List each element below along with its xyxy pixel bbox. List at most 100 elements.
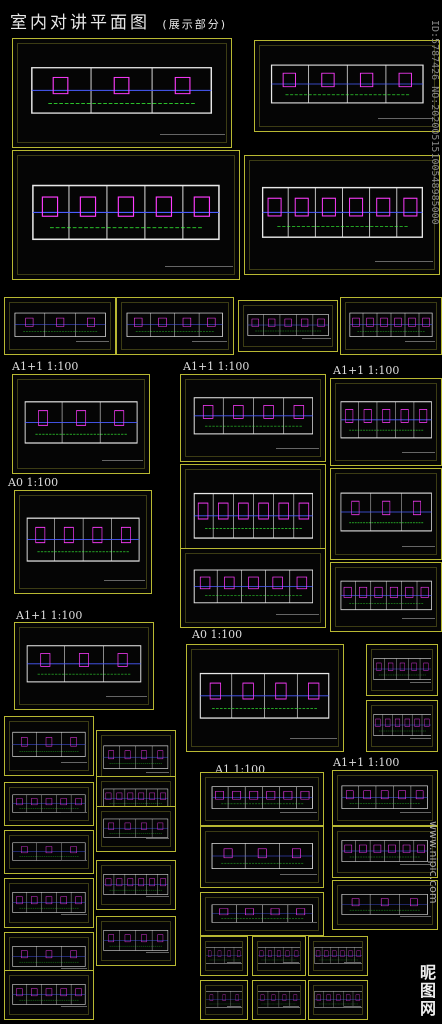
drawing-sheet xyxy=(366,700,438,752)
floor-plan xyxy=(12,942,86,971)
drawing-sheet xyxy=(180,548,326,628)
floor-plan xyxy=(12,980,86,1009)
floor-plan xyxy=(26,638,142,690)
title-block-line xyxy=(280,812,317,819)
floor-plan xyxy=(341,836,429,866)
title-block-line xyxy=(399,812,431,819)
title-block-line xyxy=(283,962,299,969)
scale-label: A1+1 1:100 xyxy=(333,756,400,769)
title-block-line xyxy=(102,460,143,467)
title-block-line xyxy=(60,812,87,819)
floor-plan xyxy=(24,393,138,452)
floor-plan xyxy=(12,727,86,762)
drawing-sheet xyxy=(12,374,150,474)
title-block-line xyxy=(410,682,431,689)
floor-plan xyxy=(313,988,363,1011)
floor-plan xyxy=(340,485,432,539)
drawing-sheet xyxy=(340,297,442,355)
title-block-line xyxy=(165,266,233,273)
drawing-sheet xyxy=(200,980,248,1020)
watermark-brand: 昵图网 xyxy=(417,964,436,1018)
drawing-sheet xyxy=(366,644,438,696)
title-block-line xyxy=(405,341,435,348)
floor-plan xyxy=(12,791,86,816)
floor-plan xyxy=(26,509,140,570)
floor-plan xyxy=(103,926,169,955)
title-block-line xyxy=(280,922,317,929)
floor-plan xyxy=(30,58,213,123)
drawing-sheet xyxy=(4,830,94,874)
page-title-main: 室内对讲平面图 xyxy=(10,13,150,33)
drawing-sheet xyxy=(238,300,338,352)
title-block-line xyxy=(399,916,431,923)
drawing-sheet xyxy=(96,860,176,910)
drawing-sheet xyxy=(308,980,368,1020)
watermark-site: www.nipic.com xyxy=(427,821,440,904)
drawing-sheet xyxy=(200,936,248,976)
title-block-line xyxy=(410,738,431,745)
drawing-sheet xyxy=(14,622,154,710)
floor-plan xyxy=(340,575,432,616)
floor-plan xyxy=(211,901,314,926)
floor-plan xyxy=(193,390,314,442)
title-block-line xyxy=(402,452,435,459)
floor-plan xyxy=(199,664,330,728)
floor-plan xyxy=(270,57,425,111)
title-block-line xyxy=(60,762,87,769)
floor-plan xyxy=(12,839,86,864)
drawing-sheet xyxy=(200,772,324,826)
page-title-sub: (展示部分) xyxy=(162,18,227,31)
floor-plan xyxy=(341,781,429,813)
drawing-sheet xyxy=(330,378,442,466)
title-block-line xyxy=(60,860,87,867)
title-block-line xyxy=(60,914,87,921)
drawing-sheet xyxy=(244,155,440,275)
title-block-line xyxy=(301,338,331,345)
title-block-line xyxy=(275,614,319,621)
floor-plan xyxy=(14,308,106,342)
drawing-sheet xyxy=(14,490,152,594)
watermark-id: ID:5787426 NO:20200515100548985000 xyxy=(429,20,440,225)
drawing-sheet xyxy=(4,970,94,1020)
drawing-sheet xyxy=(4,878,94,928)
drawing-sheet xyxy=(308,936,368,976)
title-block-line xyxy=(104,580,145,587)
drawing-sheet xyxy=(332,826,438,878)
drawing-sheet xyxy=(4,716,94,776)
drawing-sheet xyxy=(330,562,442,632)
floor-plan xyxy=(257,988,301,1011)
title-block-line xyxy=(227,962,241,969)
drawing-sheet xyxy=(96,916,176,966)
title-block-line xyxy=(377,118,433,125)
page-title: 室内对讲平面图 (展示部分) xyxy=(10,8,227,33)
floor-plan xyxy=(103,741,169,773)
title-block-line xyxy=(280,874,317,881)
drawing-sheet xyxy=(116,297,234,355)
drawing-sheet xyxy=(4,782,94,826)
title-block-line xyxy=(145,896,169,903)
floor-plan xyxy=(247,310,329,340)
floor-plan xyxy=(313,944,363,967)
floor-plan xyxy=(193,484,314,548)
title-block-line xyxy=(105,696,147,703)
drawing-sheet xyxy=(200,892,324,936)
title-block-line xyxy=(192,341,227,348)
drawing-sheet xyxy=(252,980,306,1020)
title-block-line xyxy=(402,546,435,553)
drawing-sheet xyxy=(12,150,240,280)
floor-plan xyxy=(204,944,244,967)
drawing-sheet xyxy=(180,374,326,462)
scale-label: A1+1 1:100 xyxy=(183,360,250,373)
drawing-sheet xyxy=(186,644,344,752)
scale-label: A0 1:100 xyxy=(8,476,59,489)
scale-label: A1+1 1:100 xyxy=(12,360,79,373)
title-block-line xyxy=(283,1006,299,1013)
floor-plan xyxy=(340,394,432,446)
floor-plan xyxy=(372,654,432,684)
scale-label: A1+1 1:100 xyxy=(333,364,400,377)
scale-label: A0 1:100 xyxy=(192,628,243,641)
floor-plan xyxy=(341,890,429,919)
floor-plan xyxy=(126,308,224,342)
title-block-line xyxy=(145,952,169,959)
title-block-line xyxy=(76,341,109,348)
